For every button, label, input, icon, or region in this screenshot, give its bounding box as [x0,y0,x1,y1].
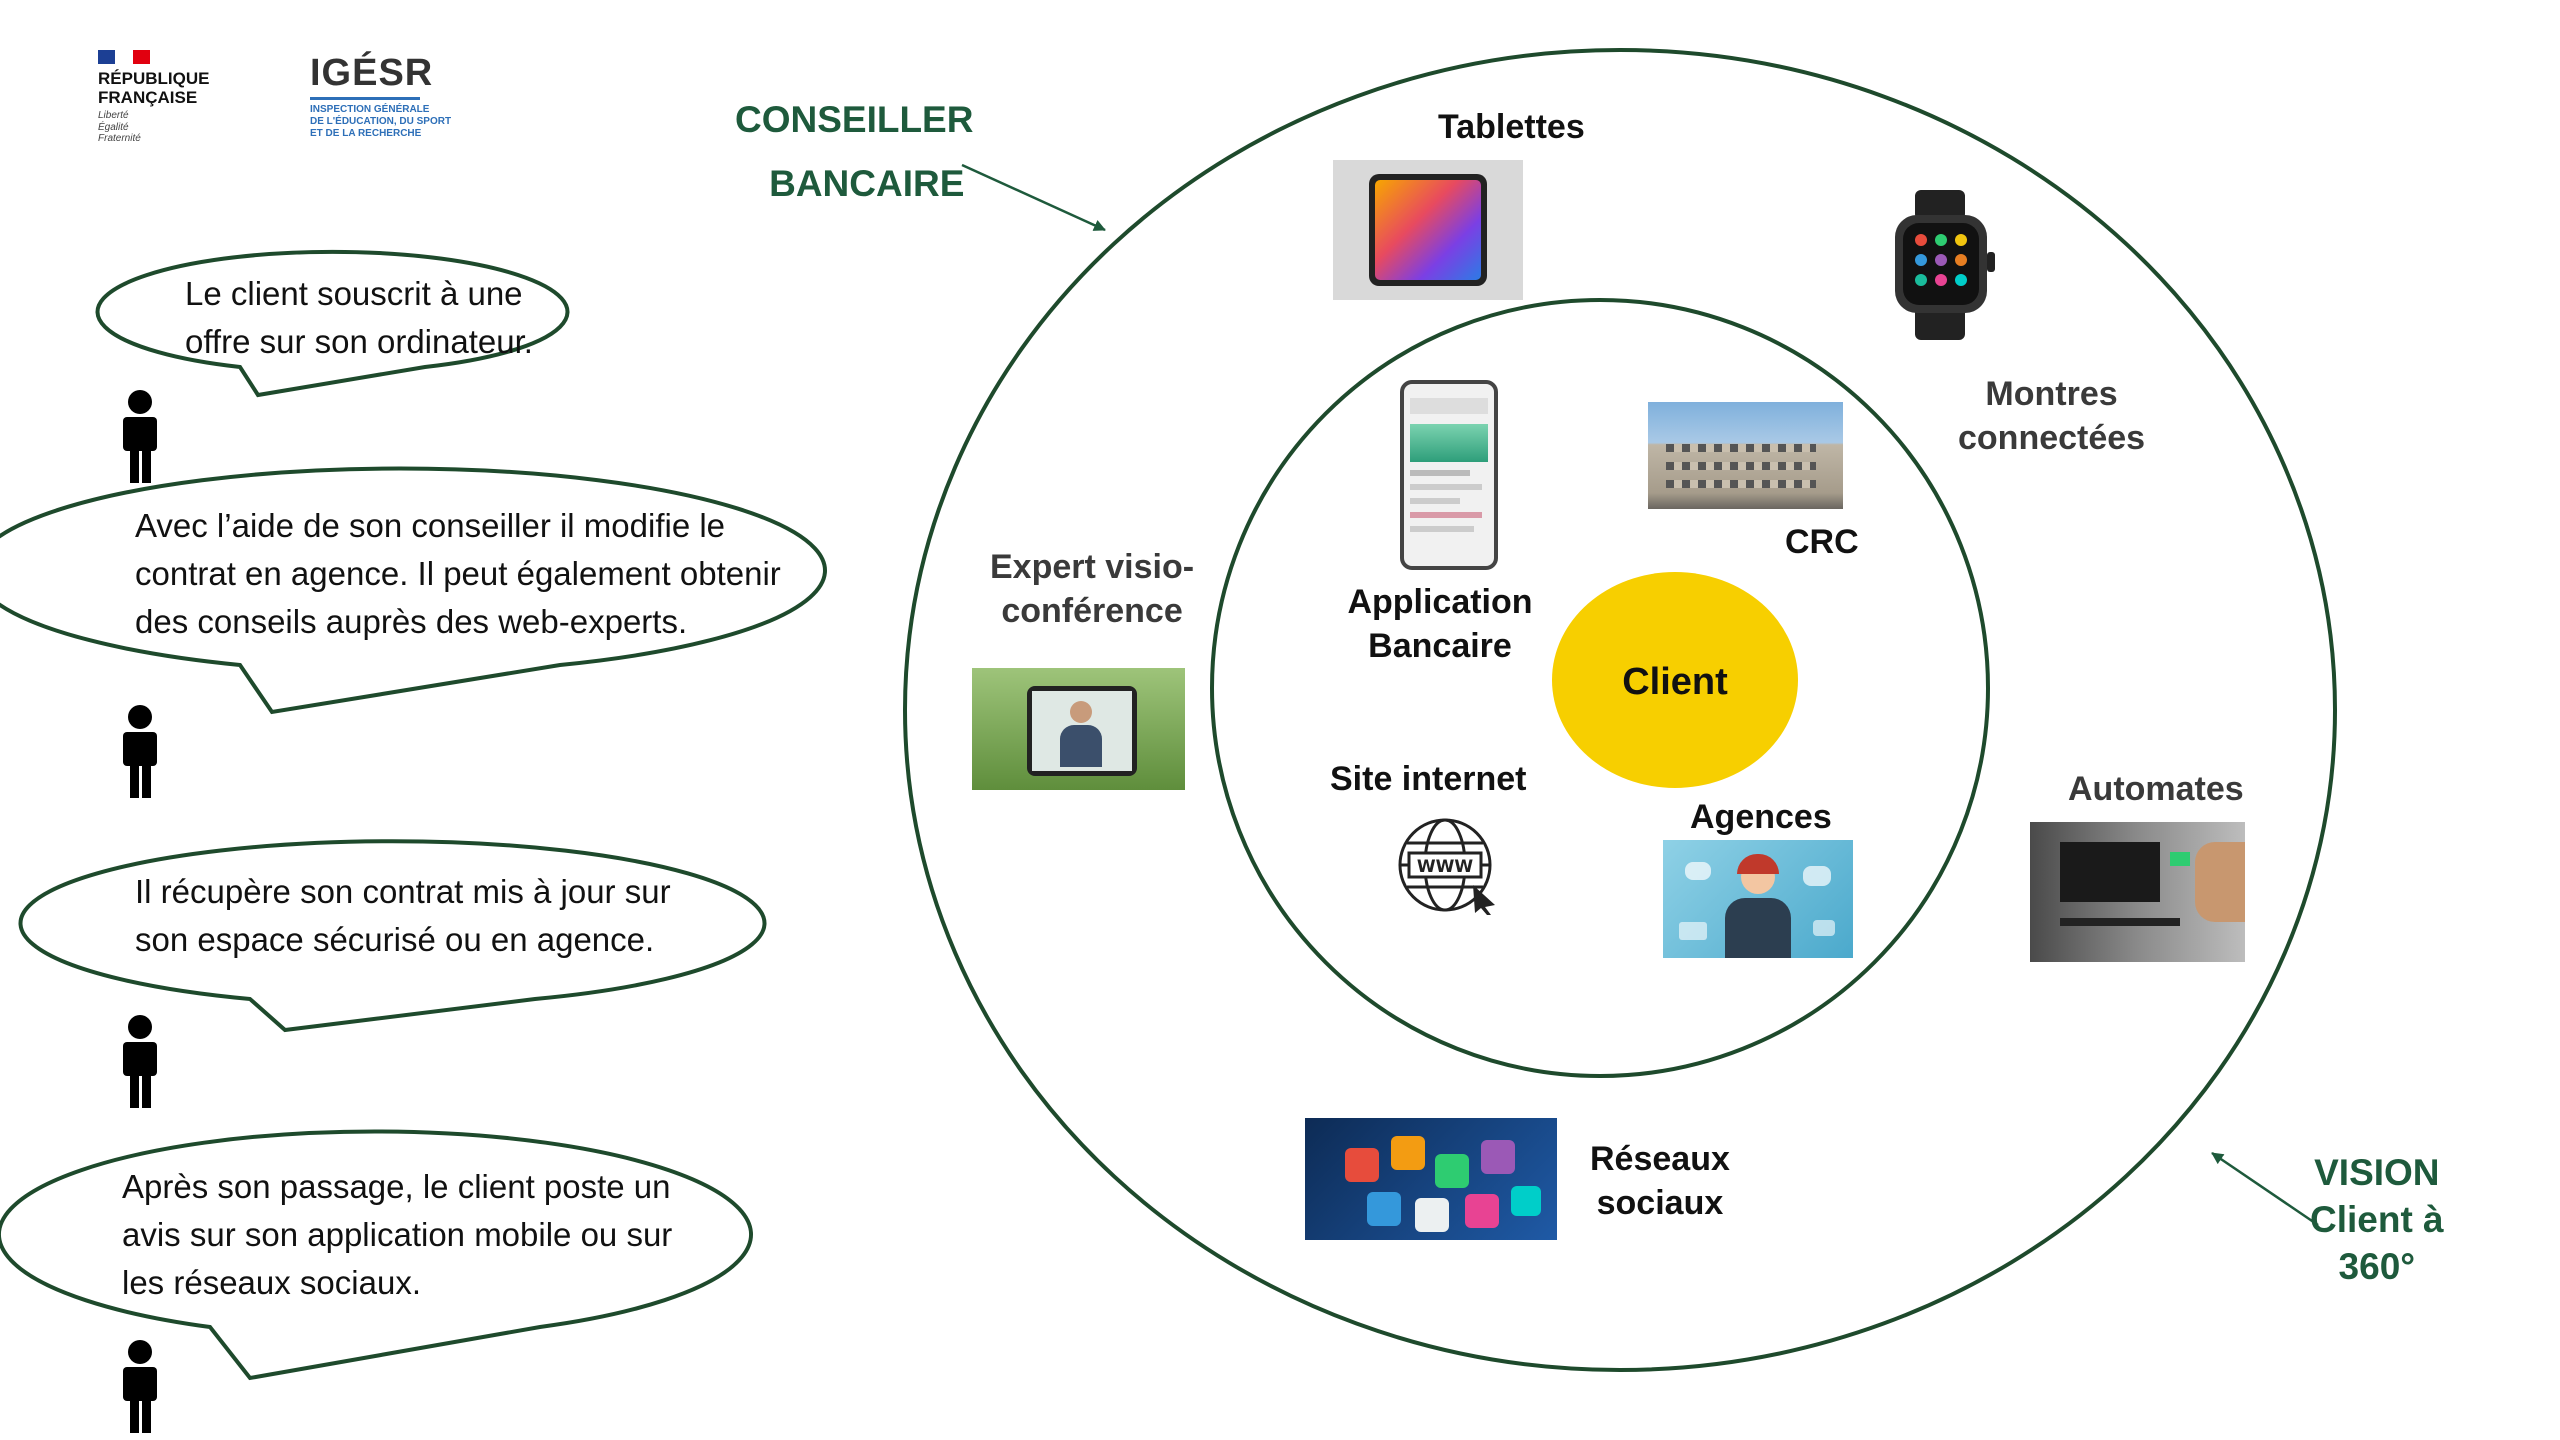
bubble-4-line-1: Après son passage, le client poste un [122,1168,671,1205]
crc-building-image [1648,402,1843,509]
logo-motto-3: Fraternité [98,133,141,145]
globe-www-icon: WWW [1398,818,1495,915]
igesr-logo: IGÉSR INSPECTION GÉNÉRALE DE L'ÉDUCATION… [310,52,490,140]
logo-motto-2: Égalité [98,121,129,133]
client-ellipse [1552,572,1798,788]
republique-francaise-logo: RÉPUBLIQUE FRANÇAISE Liberté Égalité Fra… [98,50,238,145]
logo-republique-line1: RÉPUBLIQUE [98,69,210,88]
vision-client-callout: VISION Client à 360° [2310,1150,2444,1291]
bubble-2-line-3: des conseils auprès des web-experts. [135,602,688,640]
bubble-4-line-2: avis sur son application mobile ou sur [122,1215,673,1253]
callout-vision-line-3: 360° [2338,1245,2416,1287]
callout-conseiller-line-2: BANCAIRE [769,162,965,204]
callout-vision-line-1: VISION [2314,1152,2440,1193]
outer-circle [903,48,2337,1372]
person-icon [123,390,157,483]
person-icon [123,1015,157,1108]
crc-label: CRC [1785,523,1859,561]
agences-label: Agences [1690,798,1832,836]
bubble-3-line-2: son espace sécurisé ou en agence. [135,920,655,958]
reseaux-sociaux-image [1305,1118,1557,1240]
svg-text:WWW: WWW [1417,857,1474,877]
speech-bubble-1 [95,249,570,398]
bubble-2-text: Avec l’aide de son conseiller il modifie… [135,502,781,646]
expert-label-line-1: Expert visio- [990,548,1195,586]
reseaux-label-line-1: Réseaux [1590,1140,1730,1178]
application-label-line-2: Bancaire [1368,627,1512,666]
reseaux-sociaux-label: Réseaux sociaux [1590,1137,1730,1225]
tablettes-label: Tablettes [1438,108,1585,146]
application-label-line-1: Application [1347,583,1533,621]
bubble-4-line-3: les réseaux sociaux. [122,1263,421,1301]
speech-bubble-4 [0,1129,753,1381]
agences-image [1663,840,1853,958]
automates-label: Automates [2068,770,2244,808]
igesr-sub-1: INSPECTION GÉNÉRALE [310,104,430,115]
expert-visio-label: Expert visio- conférence [990,545,1194,633]
smartwatch-icon [1895,190,1995,340]
inner-circle [1210,298,1990,1078]
tablette-image [1333,160,1523,300]
speech-bubble-2 [0,466,827,715]
callout-vision-line-2: Client à [2310,1198,2444,1240]
bubble-1-text: Le client souscrit à une offre sur son o… [185,270,533,366]
bubble-4-text: Après son passage, le client poste un av… [122,1163,672,1307]
vision-arrow [2211,1151,2319,1227]
site-internet-label: Site internet [1330,760,1527,798]
smartphone-app-image [1400,380,1498,570]
speech-bubble-3 [18,839,767,1033]
person-icon [123,705,157,798]
french-flag-icon [98,50,150,64]
automate-atm-image [2030,822,2245,962]
bubble-3-text: Il récupère son contrat mis à jour sur s… [135,868,671,964]
montres-label-line-2: connectées [1958,419,2146,458]
igesr-sub-3: ET DE LA RECHERCHE [310,128,422,139]
client-label: Client [1622,661,1728,703]
igesr-sub-2: DE L'ÉDUCATION, DU SPORT [310,116,452,127]
igesr-name: IGÉSR [310,52,434,94]
montres-connectees-label: Montres connectées [1958,372,2145,460]
expert-label-line-2: conférence [1001,592,1183,631]
conseiller-arrow [961,163,1106,232]
bubble-2-line-2: contrat en agence. Il peut également obt… [135,554,781,592]
bubble-1-line-2: offre sur son ordinateur. [185,322,533,360]
callout-conseiller-line-1: CONSEILLER [735,99,974,140]
logo-motto-1: Liberté [98,110,129,122]
expert-visio-image [972,668,1185,790]
bubble-2-line-1: Avec l’aide de son conseiller il modifie… [135,507,726,544]
bubble-3-line-1: Il récupère son contrat mis à jour sur [135,873,671,910]
reseaux-label-line-2: sociaux [1596,1184,1724,1223]
logo-republique-line2: FRANÇAISE [98,87,198,107]
application-bancaire-label: Application Bancaire [1340,580,1540,668]
person-icon [123,1340,157,1433]
conseiller-bancaire-callout: CONSEILLER BANCAIRE [735,88,973,215]
bubble-1-line-1: Le client souscrit à une [185,275,523,312]
montres-label-line-1: Montres [1985,375,2118,413]
